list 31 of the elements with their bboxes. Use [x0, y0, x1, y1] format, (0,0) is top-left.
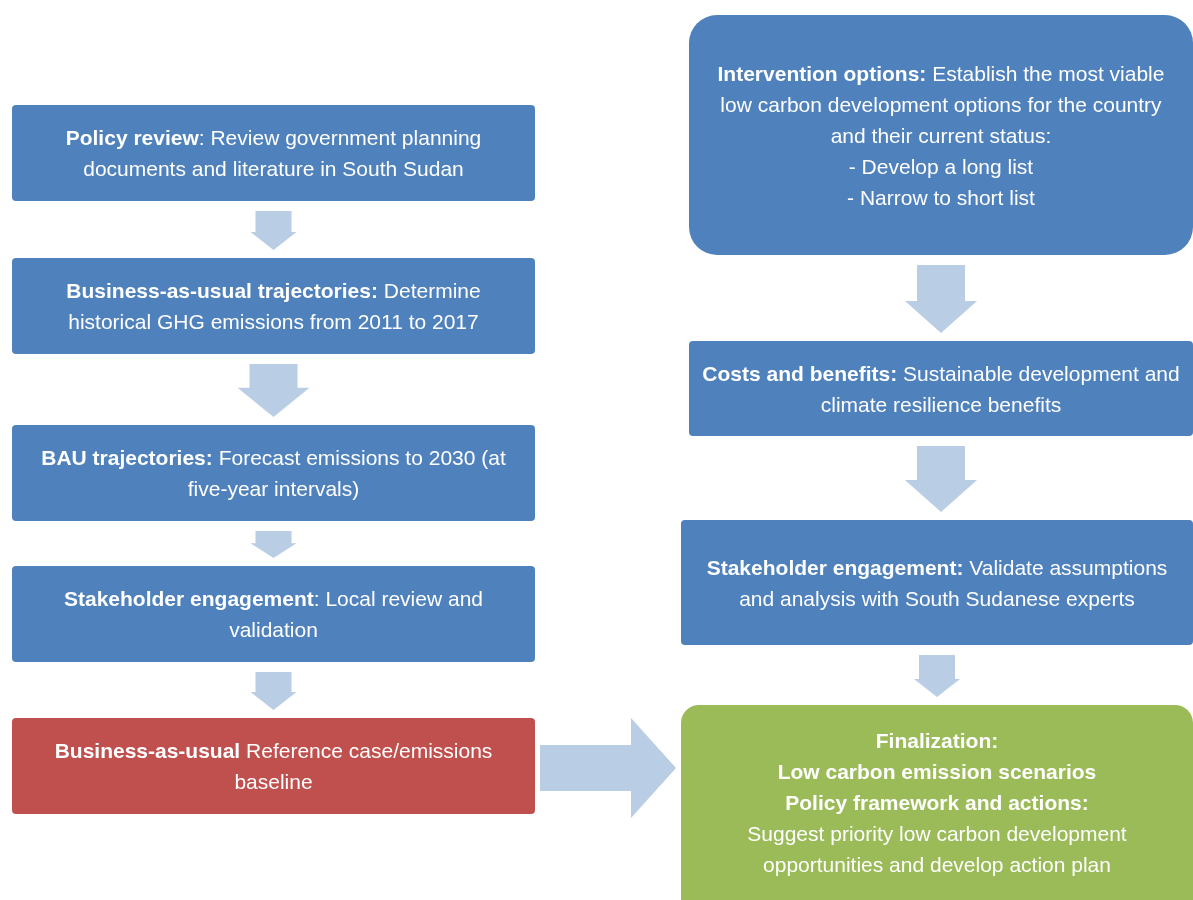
- block-arrow: [250, 211, 297, 250]
- block-arrow: [540, 718, 676, 818]
- process-box: [681, 705, 1193, 900]
- block-arrow: [250, 672, 297, 710]
- box-text: Stakeholder engagement: Local review and validation: [63, 586, 484, 643]
- box-text: Policy review: Review government planning documents and literature in South Sudan: [64, 125, 483, 182]
- process-box: [12, 718, 535, 814]
- process-box: [689, 15, 1193, 255]
- box-text: Stakeholder engagement: Validate assumptions and analysis with South Sudanese experts: [705, 554, 1169, 612]
- block-arrow: [914, 655, 960, 697]
- box-text: Business-as-usual trajectories: Determine historical GHG emissions from 2011 to 2017: [65, 278, 482, 335]
- process-box: [681, 520, 1193, 645]
- block-arrow: [905, 265, 977, 333]
- process-box: [12, 566, 535, 662]
- block-arrow: [237, 364, 310, 417]
- box-text: Low carbon emission scenarios: [777, 759, 1097, 785]
- box-text: - Develop a long list: [848, 153, 1034, 180]
- box-text: BAU trajectories: Forecast emissions to 2030 (at five-year intervals): [40, 445, 507, 502]
- process-box: [12, 258, 535, 354]
- box-text: Intervention options: Establish the most viable low carbon development options for the country and their current status:: [716, 60, 1166, 149]
- box-text: Suggest priority low carbon development opportunities and develop action plan: [746, 821, 1128, 878]
- process-box: [12, 105, 535, 201]
- box-text: Business-as-usual Reference case/emissions baseline: [53, 738, 494, 795]
- box-text: Costs and benefits: Sustainable development and climate resilience benefits: [701, 360, 1181, 418]
- block-arrow: [905, 446, 977, 512]
- box-text: Finalization:: [875, 728, 999, 754]
- box-text: - Narrow to short list: [847, 184, 1035, 211]
- box-text: Policy framework and actions:: [785, 790, 1089, 816]
- block-arrow: [250, 531, 297, 558]
- process-box: [689, 341, 1193, 436]
- process-box: [12, 425, 535, 521]
